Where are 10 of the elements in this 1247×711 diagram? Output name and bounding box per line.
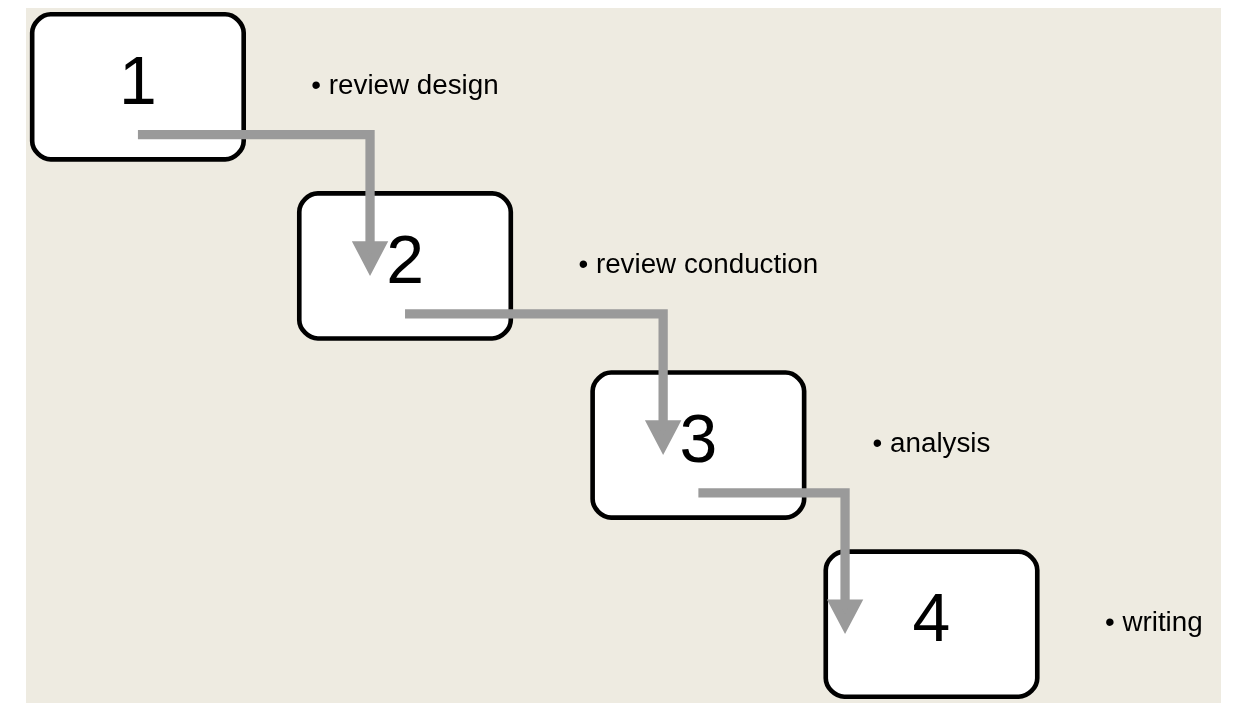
node-label: • writing — [1104, 605, 1203, 637]
arrow — [698, 488, 864, 635]
node-box: 3 — [590, 370, 807, 520]
node-label: • review design — [311, 68, 499, 100]
arrow — [405, 309, 682, 455]
arrow — [137, 130, 389, 276]
node-label: • analysis — [872, 426, 991, 458]
node-box: 1 — [29, 11, 246, 162]
node-box: 2 — [296, 191, 514, 341]
node-label: • review conduction — [578, 247, 819, 279]
